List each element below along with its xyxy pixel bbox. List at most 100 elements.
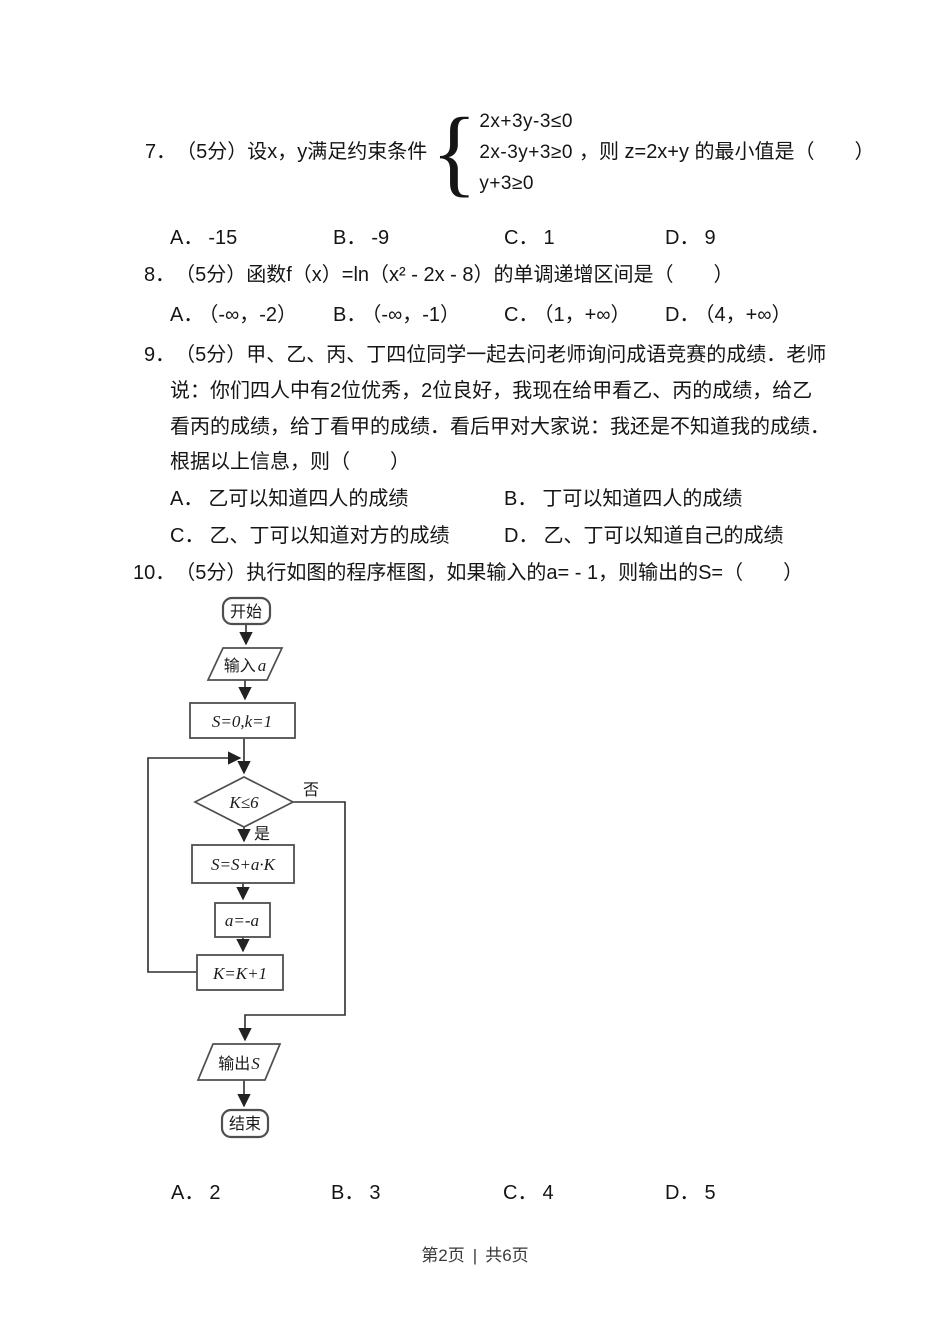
option-label: D． [665, 227, 700, 249]
option-d: D．（4，+∞） [665, 301, 792, 329]
option-b: B．-9 [333, 224, 389, 252]
option-text: 1 [543, 227, 555, 249]
page-total: 共6页 [485, 1246, 529, 1265]
option-d: D．9 [665, 224, 716, 252]
system-brace: { [431, 96, 478, 207]
option-b: B．丁可以知道四人的成绩 [504, 485, 742, 513]
question-9-options-row-1: A．乙可以知道四人的成绩 B．丁可以知道四人的成绩 [0, 485, 950, 513]
question-9-number: 9． [144, 344, 176, 366]
end-label: 结束 [229, 1115, 261, 1133]
option-c: C．乙、丁可以知道对方的成绩 [170, 522, 449, 550]
init-label: S=0,k=1 [212, 712, 272, 731]
option-text: 2 [209, 1182, 221, 1204]
option-b: B．3 [331, 1179, 380, 1207]
yes-label: 是 [254, 826, 270, 843]
option-label: D． [504, 525, 539, 547]
option-text: 4 [542, 1182, 554, 1204]
option-text: （-∞，-2） [208, 304, 298, 326]
option-label: B． [504, 488, 538, 510]
flowchart-nodes [189, 596, 296, 1139]
init-node [189, 702, 296, 739]
question-9-options-row-2: C．乙、丁可以知道对方的成绩 D．乙、丁可以知道自己的成绩 [0, 522, 950, 550]
option-a: A．2 [171, 1179, 220, 1207]
question-9-line-4: 根据以上信息，则（ ） [170, 451, 410, 473]
step3-node [196, 954, 284, 991]
question-10-text: （5分）执行如图的程序框图，如果输入的a= - 1，则输出的S=（ ） [175, 562, 804, 584]
question-10-number: 10． [133, 562, 176, 584]
input-node [206, 647, 284, 681]
option-c: C．4 [503, 1179, 554, 1207]
question-9-line-3: 看丙的成绩，给丁看甲的成绩．看后甲对大家说：我还是不知道我的成绩． [170, 416, 830, 438]
question-7-tail: ，则 z=2x+y 的最小值是（ ） [578, 141, 875, 163]
no-branch-line [238, 801, 346, 1042]
option-label: A． [170, 227, 204, 249]
step1-node [191, 844, 295, 884]
option-label: A． [171, 1182, 205, 1204]
option-d: D．5 [665, 1179, 716, 1207]
question-7: 7． （5分）设x，y满足约束条件 { 2x+3y-3≤0 2x-3y+3≥0 … [145, 100, 875, 204]
option-text: 丁可以知道四人的成绩 [542, 488, 743, 510]
option-text: 3 [369, 1182, 381, 1204]
step2-label: a=-a [225, 911, 259, 930]
option-label: A． [170, 304, 204, 326]
question-7-options: A．-15 B．-9 C．1 D．9 [0, 224, 950, 252]
option-text: 乙、丁可以知道自己的成绩 [543, 525, 784, 547]
start-label: 开始 [230, 603, 262, 621]
option-text: -9 [371, 227, 390, 249]
end-node [220, 1108, 270, 1139]
option-text: 乙可以知道四人的成绩 [208, 488, 409, 510]
loop-back-line [147, 751, 242, 973]
footer-separator: | [472, 1246, 478, 1265]
step3-label: K=K+1 [212, 964, 267, 983]
question-9: 9．（5分）甲、乙、丙、丁四位同学一起去问老师询问成语竞赛的成绩．老师 [144, 341, 826, 369]
option-a: A．-15 [170, 224, 237, 252]
option-label: C． [504, 227, 539, 249]
question-8: 8．（5分）函数f（x）=ln（x² - 2x - 8）的单调递增区间是（ ） [144, 261, 734, 289]
option-label: B． [331, 1182, 365, 1204]
question-8-number: 8． [144, 264, 176, 286]
option-c: C．（1，+∞） [504, 301, 631, 329]
option-b: B．（-∞，-1） [333, 301, 460, 329]
step2-node [214, 902, 271, 938]
option-label: A． [170, 488, 204, 510]
option-text: -15 [208, 227, 238, 249]
option-label: C． [170, 525, 205, 547]
option-label: B． [333, 304, 367, 326]
option-text: 9 [704, 227, 716, 249]
start-node [221, 596, 272, 626]
option-a: A．乙可以知道四人的成绩 [170, 485, 408, 513]
option-label: C． [503, 1182, 538, 1204]
question-7-number: 7． [145, 141, 177, 163]
step1-label: S=S+a·K [211, 855, 277, 874]
option-text: 乙、丁可以知道对方的成绩 [209, 525, 450, 547]
output-node [196, 1043, 282, 1081]
no-label: 否 [303, 782, 319, 799]
option-label: D． [665, 304, 700, 326]
question-9-line-2: 说：你们四人中有2位优秀，2位良好，我现在给甲看乙、丙的成绩，给乙 [170, 380, 813, 402]
option-d: D．乙、丁可以知道自己的成绩 [504, 522, 783, 550]
option-label: C． [504, 304, 539, 326]
option-a: A．（-∞，-2） [170, 301, 297, 329]
option-text: （1，+∞） [543, 304, 631, 326]
question-8-text: （5分）函数f（x）=ln（x² - 2x - 8）的单调递增区间是（ ） [175, 264, 734, 286]
constraint-system: 2x+3y-3≤0 2x-3y+3≥0 y+3≥0 [479, 106, 573, 199]
option-text: 5 [704, 1182, 716, 1204]
decision-node [193, 776, 295, 828]
question-9-line-1: （5分）甲、乙、丙、丁四位同学一起去问老师询问成语竞赛的成绩．老师 [175, 344, 827, 366]
question-10: 10．（5分）执行如图的程序框图，如果输入的a= - 1，则输出的S=（ ） [133, 559, 803, 587]
option-c: C．1 [504, 224, 555, 252]
output-label: 输出S [218, 1054, 260, 1073]
constraint-3: y+3≥0 [479, 172, 534, 194]
constraint-2: 2x-3y+3≥0 [479, 141, 573, 163]
option-text: （-∞，-1） [371, 304, 461, 326]
decision-label: K≤6 [228, 793, 259, 812]
page-number: 第2页 [421, 1246, 465, 1265]
flowchart-connectors [147, 624, 346, 1108]
question-7-lead: （5分）设x，y满足约束条件 [176, 141, 428, 163]
question-10-options: A．2 B．3 C．4 D．5 [0, 1179, 950, 1207]
constraint-1: 2x+3y-3≤0 [479, 110, 573, 132]
option-label: B． [333, 227, 367, 249]
